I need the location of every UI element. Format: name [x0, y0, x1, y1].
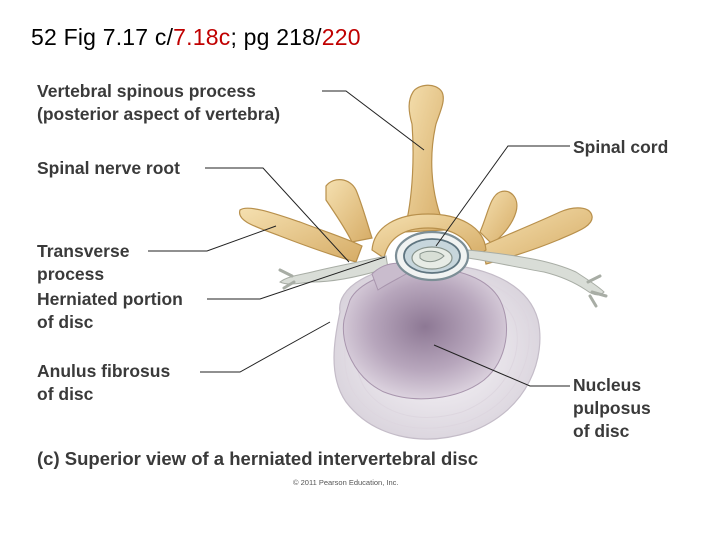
- nucleus-pulposus: [342, 267, 507, 400]
- leader-transverse: [148, 225, 277, 252]
- label-transverse-line2: process: [37, 264, 105, 284]
- leader-herniated: [207, 256, 386, 300]
- copyright-notice: © 2011 Pearson Education, Inc.: [293, 478, 399, 487]
- vertebral-arch: [371, 213, 487, 259]
- leader-spinous: [322, 90, 425, 151]
- spinous-process: [403, 84, 447, 233]
- label-nerve-root: Spinal nerve root: [37, 158, 180, 178]
- title-part-2: 7.18c: [173, 24, 231, 50]
- transverse-process-left: [239, 207, 363, 263]
- transverse-process-right: [481, 207, 593, 265]
- leader-nerve-root: [205, 167, 350, 263]
- label-anulus-line1: Anulus fibrosus: [37, 361, 171, 381]
- label-spinous-line1: Vertebral spinous process: [37, 81, 256, 101]
- label-nucleus-line3: of disc: [573, 421, 630, 441]
- label-anulus-line2: of disc: [37, 384, 94, 404]
- label-spinal-cord: Spinal cord: [573, 137, 669, 157]
- title-part-4: 220: [321, 24, 361, 50]
- spinal-nerve-right: [467, 249, 608, 308]
- label-anulus-fibrosus: Anulus fibrosus of disc: [37, 360, 170, 406]
- spinal-nerve-left: [278, 255, 389, 290]
- leader-lines: [148, 90, 570, 387]
- label-transverse-process: Transverse process: [37, 240, 129, 286]
- label-spinous-process: Vertebral spinous process (posterior asp…: [37, 80, 280, 126]
- label-transverse-line1: Transverse: [37, 241, 130, 261]
- leader-nucleus: [433, 344, 570, 387]
- superior-articular-right: [479, 190, 518, 245]
- leader-spinal-cord: [435, 145, 570, 247]
- title-part-1: 52 Fig 7.17 c/: [31, 24, 174, 50]
- label-herniated-portion: Herniated portion of disc: [37, 288, 183, 334]
- label-nucleus-line1: Nucleus: [573, 375, 642, 395]
- spinal-cord: [394, 230, 470, 282]
- label-herniated-line1: Herniated portion: [37, 289, 183, 309]
- title-part-3: ; pg 218/: [230, 24, 322, 50]
- superior-articular-left: [325, 179, 373, 243]
- label-nucleus-pulposus: Nucleus pulposus of disc: [573, 374, 651, 443]
- slide-title: 52 Fig 7.17 c/7.18c; pg 218/220: [31, 24, 361, 51]
- label-herniated-line2: of disc: [37, 312, 94, 332]
- leader-anulus: [200, 321, 331, 373]
- label-nucleus-line2: pulposus: [573, 398, 651, 418]
- label-spinous-line2: (posterior aspect of vertebra): [37, 104, 281, 124]
- figure-caption: (c) Superior view of a herniated interve…: [37, 448, 479, 469]
